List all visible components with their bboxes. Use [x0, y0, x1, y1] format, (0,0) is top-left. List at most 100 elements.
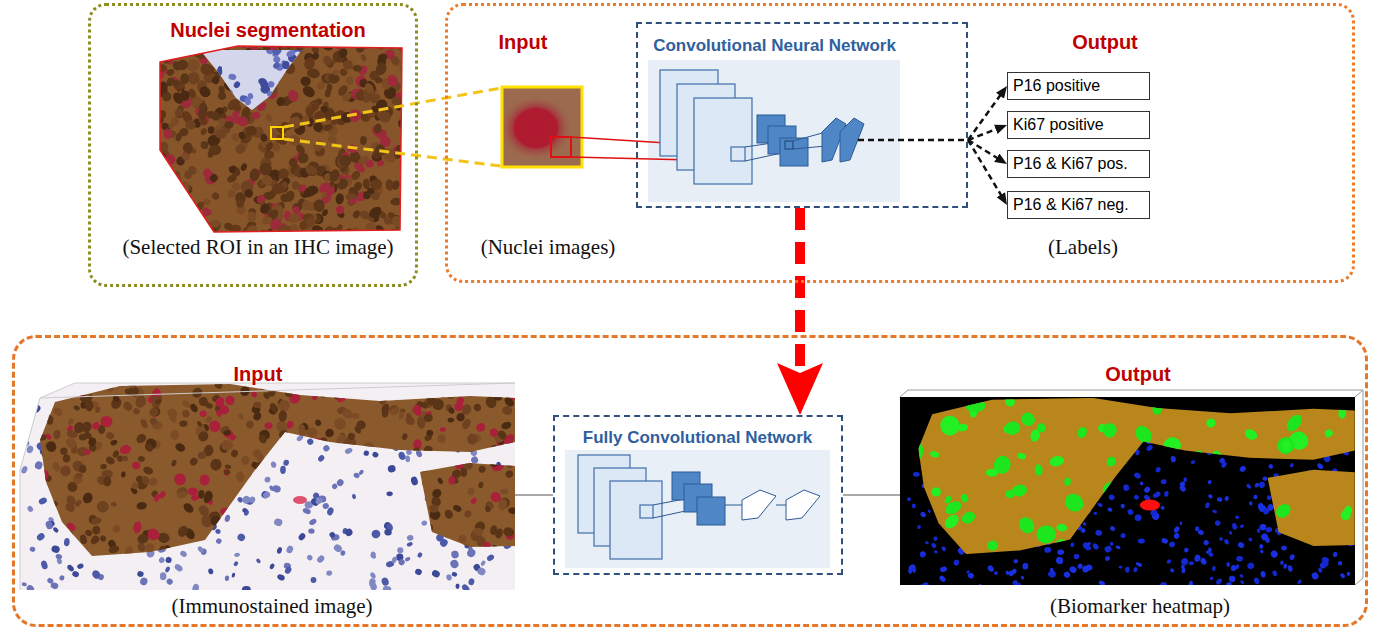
- nucleus-dot: [443, 508, 454, 520]
- nucleus-dot: [229, 510, 241, 521]
- stroma-dot: [261, 108, 271, 117]
- nucleus-dot: [237, 413, 244, 421]
- stroma-dot: [191, 583, 199, 593]
- nucleus-dot: [303, 560, 312, 570]
- stroma-dot: [391, 556, 398, 564]
- stroma-dot: [317, 454, 326, 463]
- nucleus-dot: [363, 502, 371, 508]
- stroma-dot: [397, 451, 406, 461]
- nucleus-dot: [39, 382, 50, 391]
- stroma-dot: [208, 84, 218, 94]
- stroma-dot: [322, 502, 330, 509]
- heat-dot: [1093, 512, 1097, 515]
- stroma-dot: [21, 401, 28, 408]
- nucleus-dot: [288, 531, 298, 541]
- nucleus-dot: [179, 420, 188, 427]
- heat-dot: [1269, 549, 1279, 559]
- roi-image: [155, 40, 405, 240]
- heat-dot: [1339, 572, 1346, 578]
- nucleus-dot: [360, 54, 367, 63]
- nucleus-dot: [443, 569, 449, 577]
- nucleus-dot: [50, 560, 61, 570]
- nucleus-patch: [500, 87, 582, 167]
- nucleus-dot: [264, 471, 272, 481]
- nucleus-dot: [209, 515, 223, 528]
- nucleus-dot: [218, 541, 228, 550]
- nucleus-dot: [478, 465, 486, 473]
- nucleus-dot: [408, 584, 413, 591]
- heat-dot: [1155, 491, 1161, 497]
- nucleus-dot: [233, 103, 242, 112]
- nucleus-dot: [342, 379, 355, 392]
- nucleus-dot: [468, 569, 477, 579]
- nucleus-dot: [318, 550, 329, 561]
- nucleus-dot: [277, 551, 288, 560]
- nucleus-dot: [352, 553, 360, 561]
- nucleus-dot: [199, 545, 213, 557]
- nucleus-dot: [354, 528, 366, 540]
- nucleus-dot: [189, 222, 199, 229]
- nucleus-dot: [67, 417, 75, 425]
- heat-dot: [1226, 562, 1230, 567]
- heat-dot: [1109, 541, 1114, 546]
- heat-dot: [1070, 542, 1075, 548]
- nucleus-dot: [206, 218, 222, 233]
- stroma-dot: [410, 476, 419, 486]
- biomarker-heatmap: [900, 397, 1355, 585]
- nucleus-dot: [256, 539, 264, 547]
- nucleus-dot: [68, 576, 81, 590]
- nucleus-dot: [310, 478, 321, 489]
- nucleus-dot: [348, 517, 360, 530]
- nucleus-dot: [223, 222, 233, 231]
- heat-dot: [1245, 483, 1252, 489]
- nucleus-dot: [499, 445, 514, 460]
- nucleus-dot: [251, 569, 260, 581]
- stroma-dot: [25, 584, 35, 594]
- heat-dot: [1268, 463, 1274, 469]
- nucleus-dot: [371, 538, 387, 554]
- nucleus-dot: [175, 485, 190, 499]
- nucleus-dot: [245, 527, 257, 541]
- nucleus-dot: [255, 461, 266, 472]
- nucleus-dot: [172, 471, 188, 487]
- nucleus-dot: [389, 512, 402, 525]
- stroma-dot: [310, 577, 316, 583]
- nucleus-dot: [75, 473, 83, 479]
- heat-dot: [939, 566, 947, 573]
- nucleus-dot: [183, 206, 193, 217]
- heat-dot: [1229, 531, 1233, 535]
- nucleus-dot: [270, 555, 280, 565]
- nucleus-dot: [196, 420, 203, 427]
- nucleus-dot: [64, 436, 79, 450]
- nucleus-dot: [338, 463, 352, 477]
- nucleus-dot: [462, 459, 475, 471]
- stroma-dot: [195, 102, 204, 111]
- heat-dot: [1056, 556, 1064, 564]
- nucleus-dot: [236, 565, 251, 580]
- heat-dot: [928, 509, 932, 513]
- nucleus-dot: [488, 427, 499, 438]
- nucleus-dot: [180, 90, 190, 101]
- nucleus-dot: [95, 406, 101, 413]
- heat-dot: [938, 575, 947, 583]
- nucleus-dot: [254, 537, 267, 549]
- nucleus-dot: [388, 546, 400, 558]
- stroma-dot: [270, 461, 277, 468]
- nucleus-dot: [328, 168, 341, 183]
- heat-dot: [1311, 571, 1320, 580]
- nucleus-dot: [121, 471, 126, 478]
- nucleus-dot: [99, 534, 107, 542]
- nucleus-dot: [249, 509, 259, 519]
- nucleus-dot: [494, 581, 504, 591]
- nucleus-dot: [280, 531, 286, 539]
- nucleus-dot: [340, 407, 355, 421]
- nucleus-dot: [387, 550, 397, 561]
- stroma-dot: [446, 574, 453, 582]
- nucleus-dot: [179, 568, 190, 580]
- nucleus-dot: [440, 427, 446, 431]
- nucleus-dot: [326, 467, 334, 476]
- ihc-image: [13, 376, 518, 596]
- nucleus-dot: [243, 188, 255, 200]
- nucleus-dot: [413, 479, 425, 490]
